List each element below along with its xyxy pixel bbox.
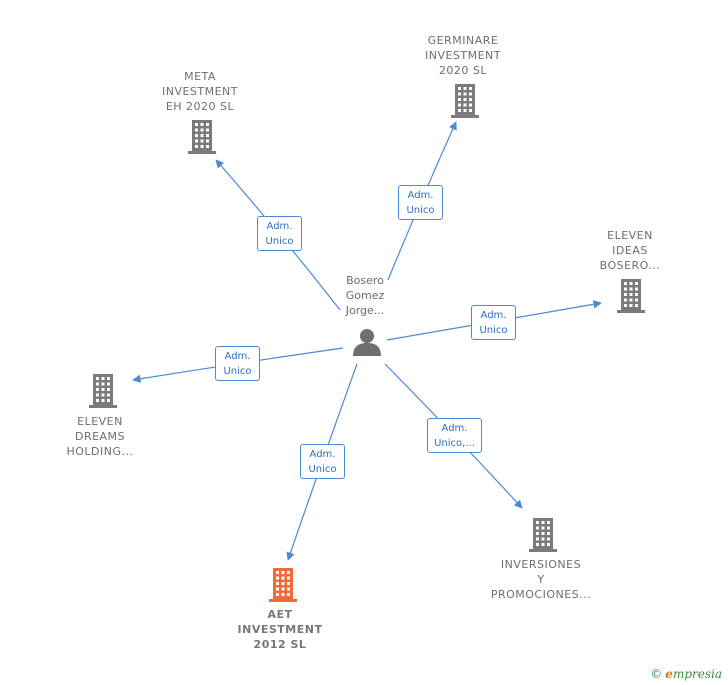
- person-label-line: Gomez: [345, 289, 385, 302]
- company-label-line: INVESTMENT: [161, 85, 239, 98]
- relation-label-inversiones[interactable]: Adm. Unico,...: [427, 418, 482, 453]
- brand-initial: e: [665, 667, 673, 681]
- building-icon[interactable]: [186, 120, 218, 159]
- company-label-eleven-dreams[interactable]: ELEVEN DREAMS HOLDING...: [50, 414, 150, 459]
- relation-label-aet[interactable]: Adm. Unico: [300, 444, 345, 479]
- footer-brand: ©empresia: [650, 667, 722, 681]
- company-label-line: DREAMS: [74, 430, 126, 443]
- relation-line: Unico: [308, 464, 337, 475]
- person-label[interactable]: Bosero Gomez Jorge...: [330, 273, 400, 318]
- company-label-line: INVESTMENT: [237, 623, 323, 636]
- relation-line: Unico: [223, 366, 252, 377]
- company-label-line: GERMINARE: [427, 34, 499, 47]
- building-icon[interactable]: [267, 568, 299, 607]
- relation-line: Adm.: [266, 221, 293, 232]
- relation-line: Unico: [265, 236, 294, 247]
- relation-line: Unico: [406, 205, 435, 216]
- company-label-meta[interactable]: META INVESTMENT EH 2020 SL: [150, 69, 250, 114]
- company-label-line: EH 2020 SL: [165, 100, 235, 113]
- relation-label-eleven-dreams[interactable]: Adm. Unico: [215, 346, 260, 381]
- relation-line: Adm.: [224, 351, 251, 362]
- company-label-aet[interactable]: AET INVESTMENT 2012 SL: [230, 607, 330, 652]
- company-label-line: ELEVEN: [77, 415, 123, 428]
- building-icon[interactable]: [615, 279, 647, 318]
- company-label-line: INVESTMENT: [424, 49, 502, 62]
- company-label-line: HOLDING...: [66, 445, 134, 458]
- company-label-line: Y: [537, 573, 545, 586]
- brand-name: mpresia: [672, 667, 722, 681]
- copyright-icon: ©: [650, 667, 663, 681]
- company-label-line: PROMOCIONES...: [490, 588, 592, 601]
- relation-line: Adm.: [309, 449, 336, 460]
- relation-label-germinare[interactable]: Adm. Unico: [398, 185, 443, 220]
- building-icon[interactable]: [87, 374, 119, 413]
- company-label-line: META: [184, 70, 216, 83]
- company-label-inversiones[interactable]: INVERSIONES Y PROMOCIONES...: [481, 557, 601, 602]
- person-icon[interactable]: [352, 328, 382, 361]
- company-label-line: BOSERO...: [599, 259, 661, 272]
- relation-label-eleven-ideas[interactable]: Adm. Unico: [471, 305, 516, 340]
- company-label-eleven-ideas[interactable]: ELEVEN IDEAS BOSERO...: [580, 228, 680, 273]
- building-icon[interactable]: [527, 518, 559, 557]
- relation-line: Adm.: [480, 310, 507, 321]
- company-label-line: IDEAS: [612, 244, 648, 257]
- company-label-line: 2012 SL: [253, 638, 307, 651]
- company-label-line: AET: [267, 608, 293, 621]
- company-label-line: INVERSIONES: [500, 558, 582, 571]
- company-label-line: 2020 SL: [438, 64, 488, 77]
- relation-line: Adm.: [407, 190, 434, 201]
- relation-line: Adm.: [441, 423, 468, 434]
- company-label-germinare[interactable]: GERMINARE INVESTMENT 2020 SL: [413, 33, 513, 78]
- company-label-line: ELEVEN: [607, 229, 653, 242]
- person-label-line: Jorge...: [345, 304, 385, 317]
- relation-line: Unico: [479, 325, 508, 336]
- person-label-line: Bosero: [346, 274, 384, 287]
- relation-label-meta[interactable]: Adm. Unico: [257, 216, 302, 251]
- relation-line: Unico,...: [434, 438, 475, 449]
- building-icon[interactable]: [449, 84, 481, 123]
